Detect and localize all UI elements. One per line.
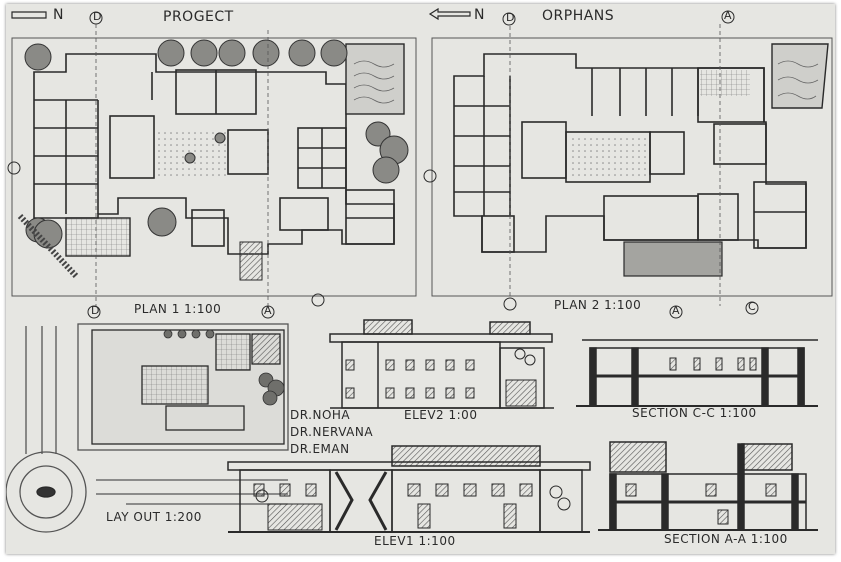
north-label-right: N (474, 7, 485, 23)
architectural-drawing (6, 7, 833, 533)
plan2-dining-grid (700, 70, 750, 96)
layout-drawing (6, 323, 289, 533)
plan2-label: PLAN 2 1:100 (554, 298, 642, 312)
elev1-label: ELEV1 1:100 (374, 534, 456, 548)
plan1-pool (345, 43, 405, 115)
section-aa-label: SECTION A-A 1:100 (664, 532, 788, 546)
plan1-site (11, 37, 417, 297)
section-cc-label: SECTION C-C 1:100 (632, 406, 757, 420)
marker-d-top-right: D (506, 11, 515, 24)
plan2-pool (771, 43, 829, 109)
marker-d-top-left: D (93, 10, 102, 23)
plan1-entrance-steps (239, 241, 263, 281)
plan2-drawing (453, 53, 807, 253)
elev1-drawing (227, 445, 591, 533)
elev2-windows (345, 359, 537, 407)
north-arrows (11, 7, 471, 21)
elev1-windows (253, 483, 533, 531)
plan2-courtyard (568, 134, 648, 180)
marker-a-plan2: A (672, 304, 681, 317)
section-cc-windows (669, 357, 757, 371)
plan1-classroom (65, 217, 131, 257)
plan2-canopy (623, 241, 723, 277)
drawing-sheet: N PROGECT N ORPHANS D D A D A A C PLAN 1… (6, 4, 835, 554)
elev1-circles (255, 485, 571, 511)
marker-a-top: A (724, 9, 733, 22)
layout-trees (163, 329, 285, 406)
layout-label: LAY OUT 1:200 (106, 510, 202, 524)
plan1-diagonal-path (17, 213, 79, 279)
section-aa-drawing (598, 441, 818, 531)
plan1-label: PLAN 1 1:100 (134, 302, 222, 316)
elev2-drawing (329, 319, 554, 409)
marker-d-plan1: D (91, 304, 100, 317)
section-aa-windows (625, 483, 777, 525)
project-title: PROGECT (163, 9, 234, 25)
plan2-site (431, 37, 833, 297)
north-label-left: N (53, 7, 64, 23)
credit-2: DR.NERVANA (290, 425, 374, 439)
elev2-label: ELEV2 1:00 (404, 408, 478, 422)
section-cc-drawing (576, 339, 818, 407)
credit-3: DR.EMAN (290, 442, 350, 456)
marker-a-plan1: A (264, 304, 273, 317)
credit-1: DR.NOHA (290, 408, 351, 422)
section-cut-lines (95, 24, 721, 306)
marker-c-plan2: C (748, 300, 757, 313)
plan1-trees (24, 39, 409, 249)
orphans-title: ORPHANS (542, 8, 615, 24)
elev2-circles (514, 348, 536, 366)
